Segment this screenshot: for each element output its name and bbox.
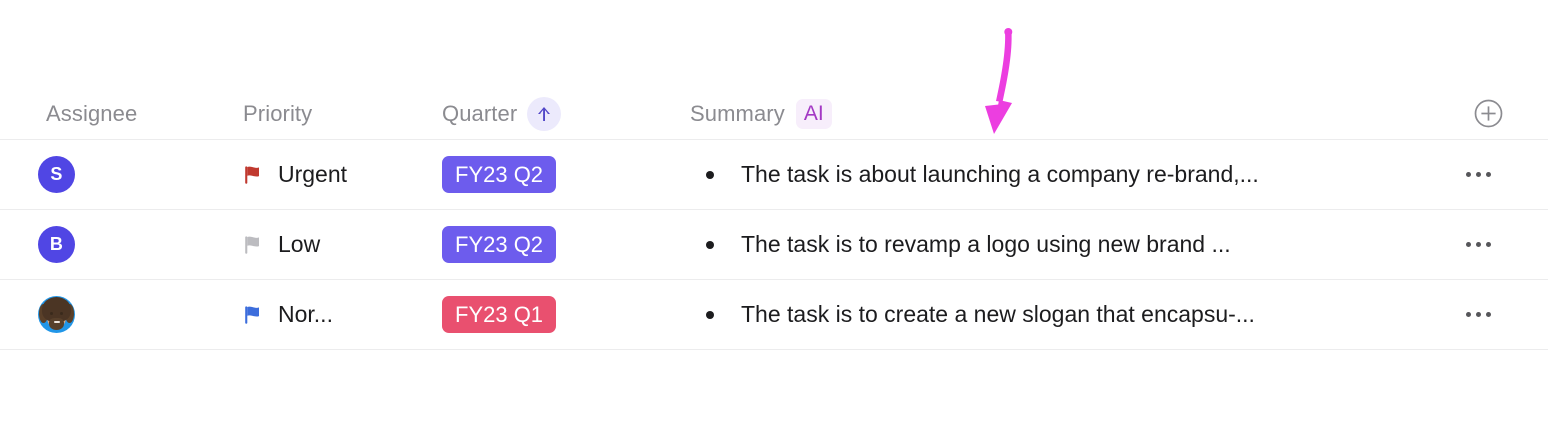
avatar[interactable] xyxy=(38,296,75,333)
ai-badge: AI xyxy=(795,99,832,129)
column-header-quarter-label: Quarter xyxy=(442,101,518,126)
avatar[interactable]: S xyxy=(38,156,75,193)
cell-assignee[interactable]: B xyxy=(38,210,75,279)
avatar-initial: B xyxy=(49,234,64,254)
column-header-priority[interactable]: Priority xyxy=(243,88,312,140)
ellipsis-icon[interactable] xyxy=(1466,242,1491,247)
flag-icon xyxy=(245,235,259,254)
cell-summary[interactable]: The task is about launching a company re… xyxy=(706,140,1438,209)
summary-text: The task is about launching a company re… xyxy=(741,161,1259,187)
flag-icon xyxy=(245,165,259,184)
plus-circle-icon[interactable] xyxy=(1474,99,1503,128)
column-header-assignee-label: Assignee xyxy=(46,101,138,126)
priority-label: Nor... xyxy=(278,301,333,327)
avatar-initial: S xyxy=(50,164,63,184)
priority-label: Low xyxy=(278,231,321,257)
cell-actions[interactable] xyxy=(1466,140,1516,209)
cell-priority[interactable]: Nor... xyxy=(243,280,333,349)
cell-summary[interactable]: The task is to create a new slogan that … xyxy=(706,280,1438,349)
table-header-row: Assignee Priority Quarter Summary AI xyxy=(0,88,1548,140)
table-row[interactable]: B Low FY23 Q2 The task is to revamp a lo… xyxy=(0,210,1548,280)
cell-assignee[interactable] xyxy=(38,280,75,349)
cell-quarter[interactable]: FY23 Q2 xyxy=(442,210,557,279)
cell-actions[interactable] xyxy=(1466,210,1516,279)
avatar-photo-mouth xyxy=(54,321,60,323)
flag-icon xyxy=(245,305,259,324)
cell-summary[interactable]: The task is to revamp a logo using new b… xyxy=(706,210,1438,279)
summary-text: The task is to revamp a logo using new b… xyxy=(741,231,1231,257)
arrow-up-icon[interactable] xyxy=(527,97,562,131)
avatar-photo-beard xyxy=(49,318,64,330)
cell-quarter[interactable]: FY23 Q2 xyxy=(442,140,557,209)
summary-text: The task is to create a new slogan that … xyxy=(741,301,1255,327)
table-row[interactable]: Nor... FY23 Q1 The task is to create a n… xyxy=(0,280,1548,350)
quarter-pill: FY23 Q2 xyxy=(442,156,557,193)
column-header-summary[interactable]: Summary AI xyxy=(690,88,832,140)
column-header-quarter[interactable]: Quarter xyxy=(442,88,562,140)
ellipsis-icon[interactable] xyxy=(1466,172,1491,177)
bullet-icon xyxy=(706,240,714,249)
column-header-assignee[interactable]: Assignee xyxy=(46,88,137,140)
bullet-icon xyxy=(706,170,714,179)
cell-actions[interactable] xyxy=(1466,280,1516,349)
avatar-photo-hair xyxy=(42,297,71,322)
column-header-priority-label: Priority xyxy=(243,101,313,126)
quarter-pill: FY23 Q1 xyxy=(442,296,557,333)
column-header-summary-label: Summary xyxy=(690,101,785,126)
cell-quarter[interactable]: FY23 Q1 xyxy=(442,280,557,349)
priority-label: Urgent xyxy=(278,161,348,187)
bullet-icon xyxy=(706,310,714,319)
avatar-photo-eye-left xyxy=(50,312,53,315)
cell-assignee[interactable]: S xyxy=(38,140,75,209)
cell-priority[interactable]: Urgent xyxy=(243,140,347,209)
ellipsis-icon[interactable] xyxy=(1466,312,1491,317)
avatar-photo-eye-right xyxy=(60,312,63,315)
avatar[interactable]: B xyxy=(38,226,75,263)
quarter-pill: FY23 Q2 xyxy=(442,226,557,263)
cell-priority[interactable]: Low xyxy=(243,210,320,279)
table-row[interactable]: S Urgent FY23 Q2 The task is about launc… xyxy=(0,140,1548,210)
